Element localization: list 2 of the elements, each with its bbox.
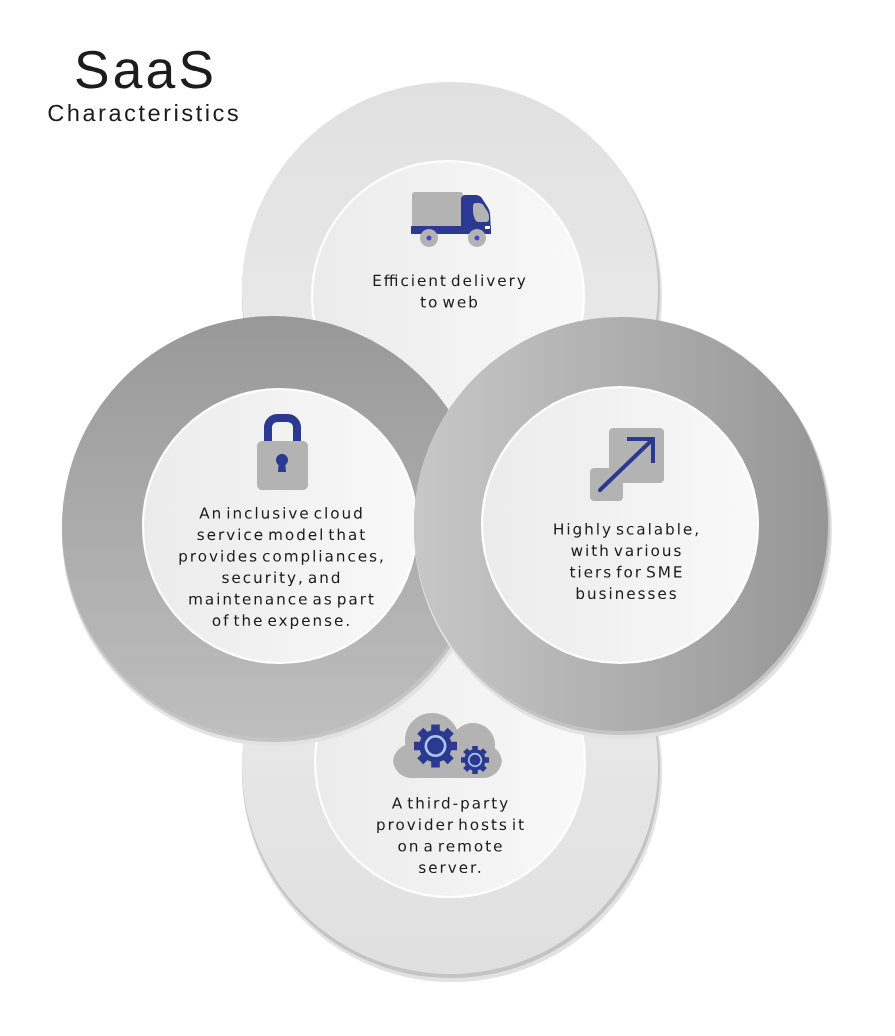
title: SaaS (76, 50, 212, 89)
subtitle: Characteristics (48, 104, 238, 122)
